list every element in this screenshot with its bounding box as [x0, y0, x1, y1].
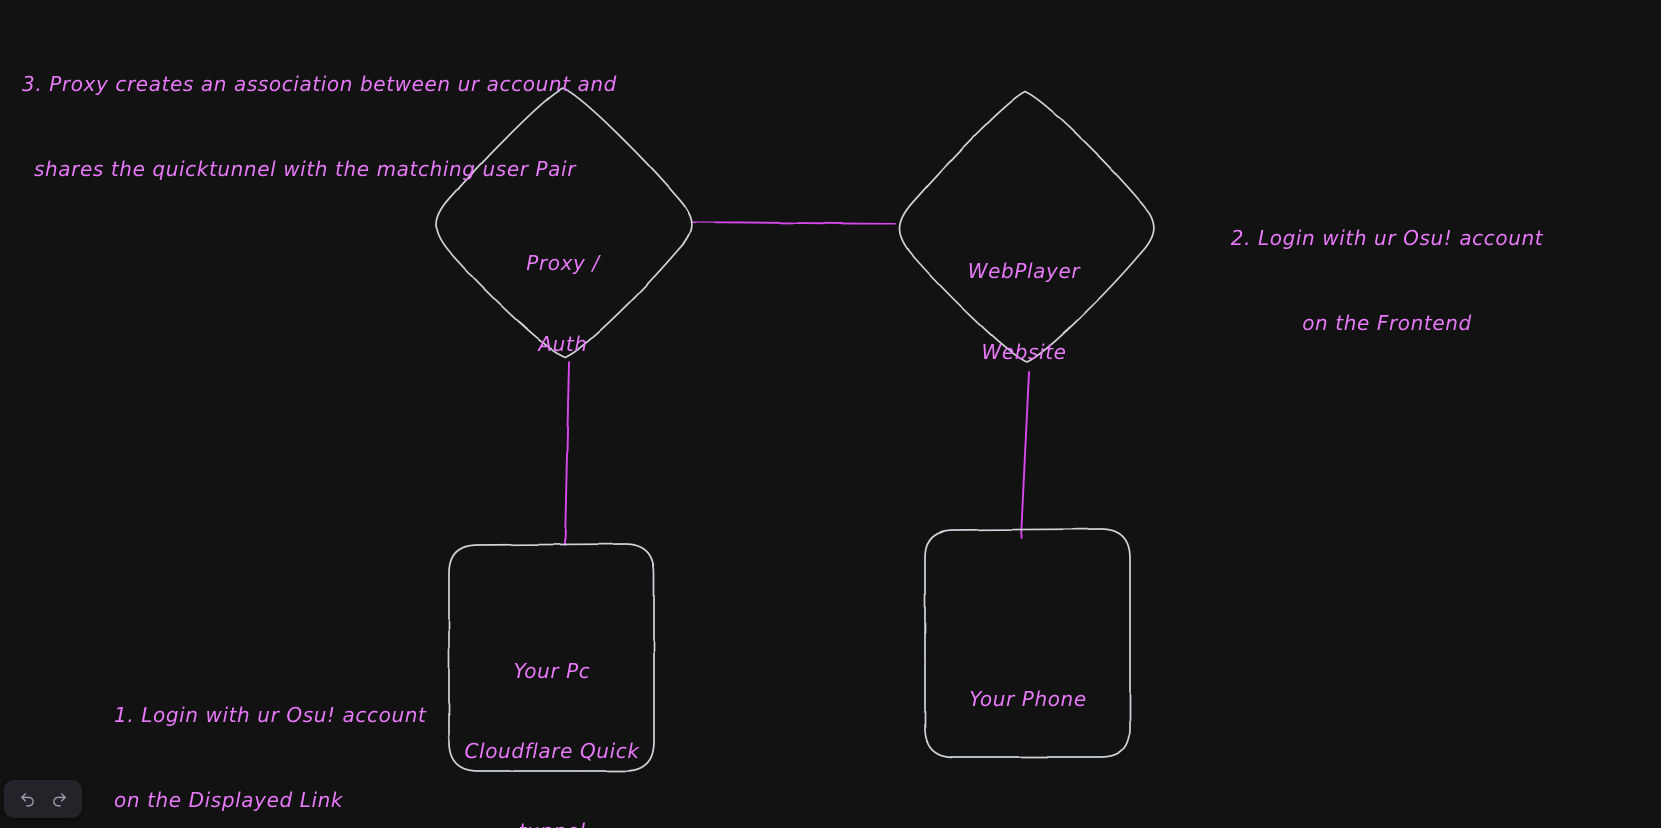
annotation-step-3[interactable]: 3. Proxy creates an association between … [22, 13, 617, 240]
annotation-line: 2. Login with ur Osu! account [1230, 225, 1544, 250]
shape-label-line: Auth [538, 332, 588, 356]
shape-label-line: tunnel [451, 818, 653, 828]
shape-label-line: Cloudflare Quick [464, 738, 640, 763]
annotation-line: 3. Proxy creates an association between … [22, 71, 617, 96]
annotation-line: 1. Login with ur Osu! account [114, 702, 427, 727]
annotation-line: on the Frontend [1302, 310, 1472, 335]
annotation-line: shares the quicktunnel with the matching… [34, 156, 577, 181]
shape-webplayer-website[interactable] [898, 91, 1155, 363]
undo-button[interactable] [12, 786, 42, 812]
shape-your-phone[interactable] [924, 528, 1131, 758]
redo-button[interactable] [44, 786, 74, 812]
undo-arrow-icon [19, 791, 36, 808]
shape-label-line: Your Phone [969, 687, 1087, 711]
redo-arrow-icon [51, 791, 68, 808]
shape-label-line: Your Pc [513, 659, 591, 684]
shape-your-pc[interactable] [448, 543, 655, 772]
connector-proxy-to-your-pc[interactable] [564, 361, 570, 546]
connector-webplayer-to-your-phone[interactable] [1020, 371, 1030, 539]
annotation-step-1[interactable]: 1. Login with ur Osu! account on the Dis… [114, 644, 426, 828]
shape-label-line: Proxy / [526, 251, 600, 275]
connector-proxy-to-webplayer[interactable] [691, 221, 896, 225]
shape-label-your-pc: Your Pc Cloudflare Quick tunnel Webserve… [451, 605, 653, 828]
history-toolbar[interactable] [4, 780, 82, 818]
shape-label-your-phone: Your Phone [927, 632, 1129, 767]
annotation-line: on the Displayed Link [114, 787, 344, 812]
shape-label-webplayer-website: WebPlayer Website [924, 204, 1124, 420]
shape-label-line: WebPlayer [967, 259, 1081, 283]
annotation-step-2[interactable]: 2. Login with ur Osu! account on the Fro… [1228, 167, 1546, 394]
shape-label-line: Website [981, 340, 1067, 364]
